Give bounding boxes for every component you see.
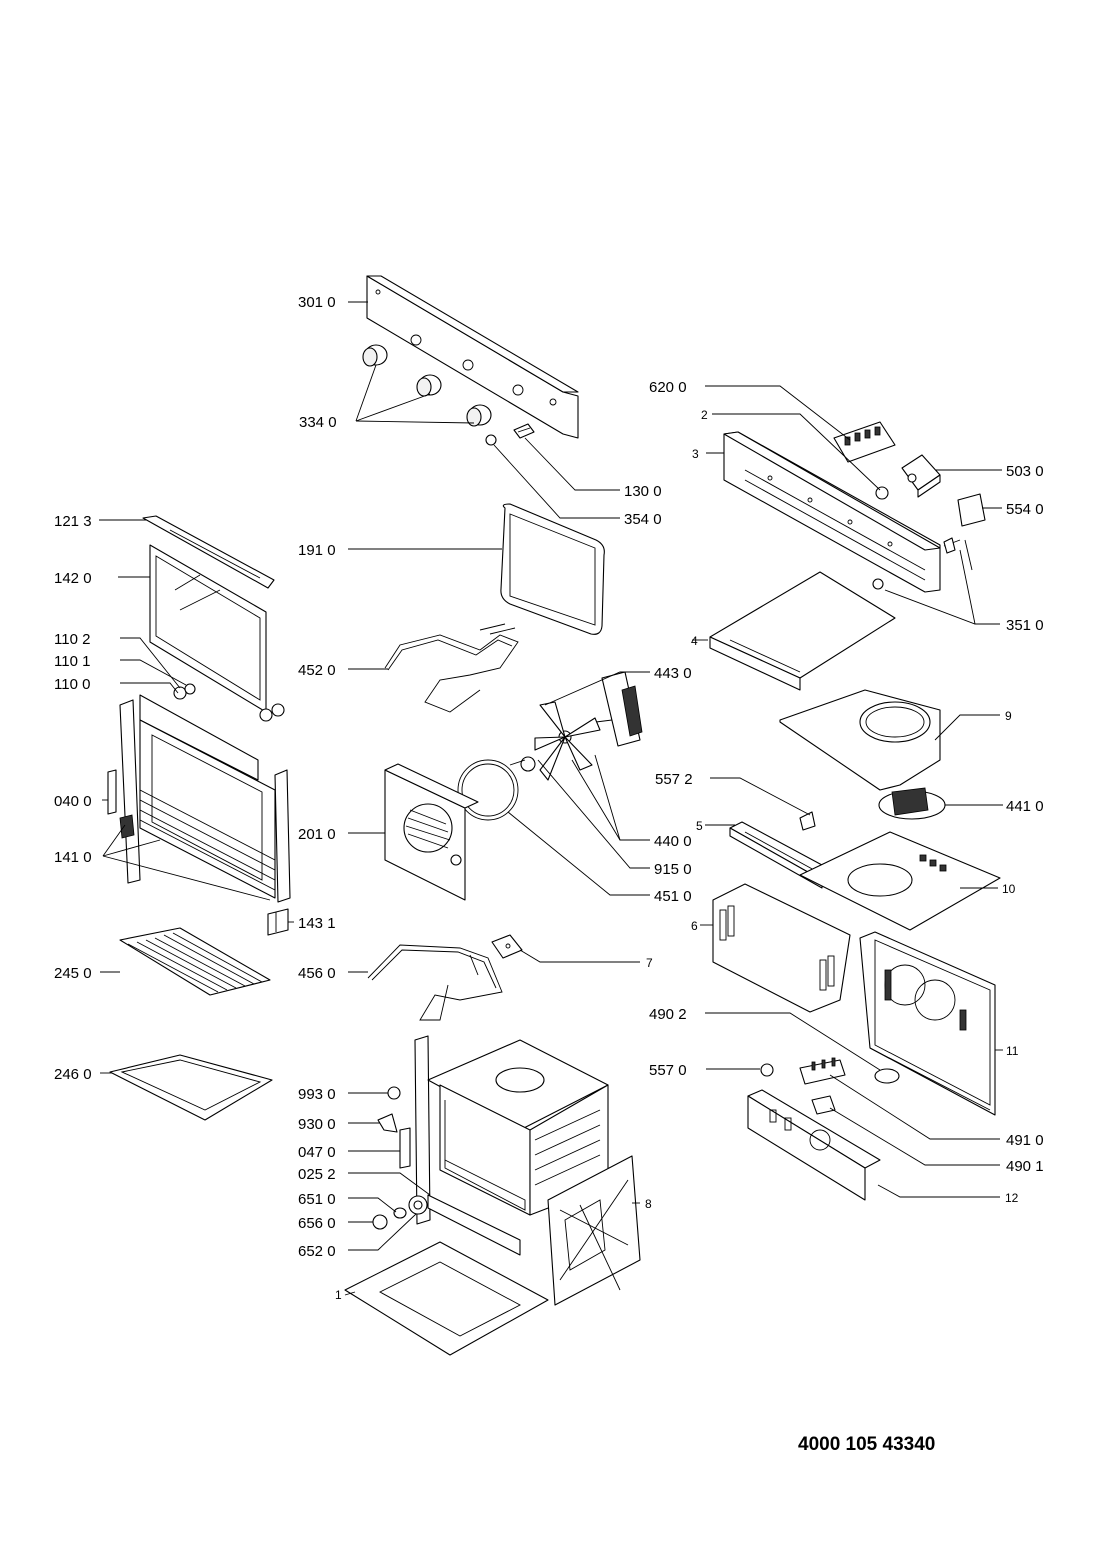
side-vent-part <box>712 883 851 1013</box>
label-5: 5 <box>696 819 703 833</box>
part-labels: 301 0 334 0 130 0 354 0 620 0 2 3 503 0 … <box>54 294 1044 1302</box>
front-rail-part <box>723 431 941 593</box>
label-557-0: 557 0 <box>649 1062 687 1079</box>
top-cover-part <box>709 571 896 691</box>
label-130-0: 130 0 <box>624 483 662 500</box>
label-490-1: 490 1 <box>1006 1158 1044 1175</box>
switch-parts <box>760 1057 846 1115</box>
label-040-0: 040 0 <box>54 793 92 810</box>
hinge-part <box>267 908 289 936</box>
label-3: 3 <box>692 447 699 461</box>
label-652-0: 652 0 <box>298 1243 336 1260</box>
label-110-2: 110 2 <box>54 631 90 648</box>
outer-door-glass-part <box>149 544 267 713</box>
label-443-0: 443 0 <box>654 665 692 682</box>
switch-knob-part <box>874 1068 900 1084</box>
door-trim-part <box>142 515 275 589</box>
cooling-fan-part <box>878 787 946 820</box>
indicator-parts <box>485 423 535 446</box>
label-2: 2 <box>701 408 708 422</box>
label-354-0: 354 0 <box>624 511 662 528</box>
leader-lines <box>99 301 1003 1296</box>
label-930-0: 930 0 <box>298 1116 336 1133</box>
fan-housing-part <box>779 689 941 791</box>
bottom-panel-part <box>344 1241 549 1356</box>
cooling-plate-part <box>799 831 1001 931</box>
label-047-0: 047 0 <box>298 1144 336 1161</box>
label-451-0: 451 0 <box>654 888 692 905</box>
label-245-0: 245 0 <box>54 965 92 982</box>
fan-blade-part <box>520 701 601 781</box>
label-651-0: 651 0 <box>298 1191 336 1208</box>
label-456-0: 456 0 <box>298 965 336 982</box>
label-656-0: 656 0 <box>298 1215 336 1232</box>
terminal-block-part <box>833 421 896 463</box>
control-bracket-part <box>747 1089 881 1201</box>
door-gasket-part <box>500 503 605 635</box>
label-7: 7 <box>646 956 653 970</box>
baking-tray-part <box>109 1054 273 1121</box>
label-620-0: 620 0 <box>649 379 687 396</box>
label-025-2: 025 2 <box>298 1166 336 1183</box>
label-10: 10 <box>1002 882 1016 896</box>
label-1: 1 <box>335 1288 342 1302</box>
back-panel-part <box>547 1155 641 1306</box>
safety-thermostat-part <box>799 811 816 831</box>
label-554-0: 554 0 <box>1006 501 1044 518</box>
label-557-2: 557 2 <box>655 771 693 788</box>
label-246-0: 246 0 <box>54 1066 92 1083</box>
label-440-0: 440 0 <box>654 833 692 850</box>
circular-element-part <box>457 759 526 821</box>
label-993-0: 993 0 <box>298 1086 336 1103</box>
label-441-0: 441 0 <box>1006 798 1044 815</box>
fan-cover-part <box>384 763 479 901</box>
label-351-0: 351 0 <box>1006 617 1044 634</box>
wire-rack-part <box>119 927 271 996</box>
hinge-washer-parts <box>173 683 285 722</box>
label-141-0: 141 0 <box>54 849 92 866</box>
label-191-0: 191 0 <box>298 542 336 559</box>
thermostat-part <box>872 578 884 590</box>
grill-element-part <box>384 623 519 713</box>
label-490-2: 490 2 <box>649 1006 687 1023</box>
label-301-0: 301 0 <box>298 294 336 311</box>
label-121-3: 121 3 <box>54 513 92 530</box>
label-9: 9 <box>1005 709 1012 723</box>
lamp-and-clip-parts <box>372 1086 428 1230</box>
control-panel-part <box>366 275 579 439</box>
document-number: 4000 105 43340 <box>798 1434 935 1455</box>
selector-switch-part <box>943 493 986 571</box>
label-503-0: 503 0 <box>1006 463 1044 480</box>
label-142-0: 142 0 <box>54 570 92 587</box>
label-201-0: 201 0 <box>298 826 336 843</box>
fan-motor-part <box>595 671 643 747</box>
label-12: 12 <box>1005 1191 1019 1205</box>
label-143-1: 143 1 <box>298 915 336 932</box>
label-110-1: 110 1 <box>54 653 90 670</box>
timer-part <box>901 454 941 498</box>
label-8: 8 <box>645 1197 652 1211</box>
bracket-part <box>491 934 523 959</box>
knob-shaft-part <box>875 486 889 500</box>
bottom-element-part <box>367 944 503 1021</box>
label-334-0: 334 0 <box>299 414 337 431</box>
label-110-0: 110 0 <box>54 676 90 693</box>
label-452-0: 452 0 <box>298 662 336 679</box>
label-4: 4 <box>691 634 698 648</box>
inner-door-frame-part <box>107 694 291 903</box>
label-915-0: 915 0 <box>654 861 692 878</box>
label-491-0: 491 0 <box>1006 1132 1044 1149</box>
label-11: 11 <box>1006 1044 1019 1058</box>
rear-panel-part <box>859 931 996 1116</box>
label-6: 6 <box>691 919 698 933</box>
knob-parts <box>362 344 492 427</box>
